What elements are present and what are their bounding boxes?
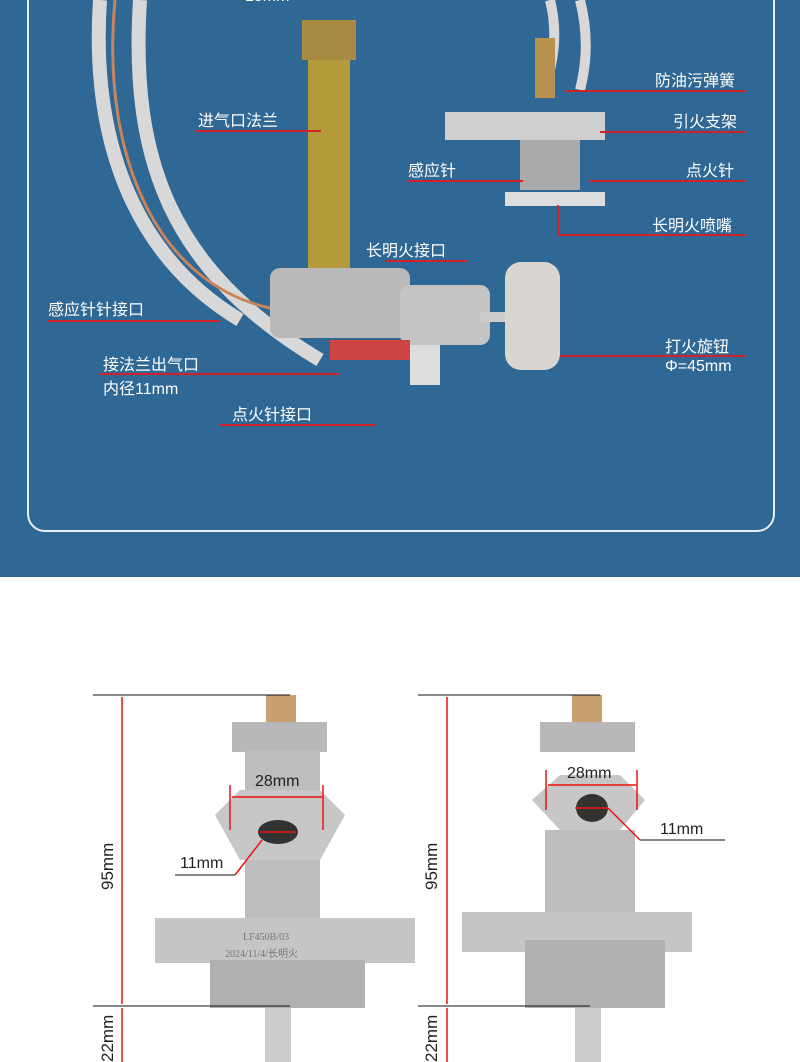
left-height: 95mm — [98, 842, 117, 890]
left-valve-view — [155, 695, 415, 1062]
label-inner-diameter: 内径11mm — [103, 381, 179, 398]
label-inlet-flange: 进气口法兰 — [198, 113, 279, 130]
label-sensor-needle: 感应针 — [408, 163, 457, 180]
right-valve-view — [462, 695, 692, 1062]
label-ignition-knob: 打火旋钮 — [665, 339, 730, 356]
right-shaft-length: 22mm — [422, 1014, 441, 1062]
right-hole-spacing: 28mm — [567, 765, 612, 782]
label-knob-diameter: Φ=45mm — [665, 358, 732, 375]
label-flange-outlet: 接法兰出气口 — [103, 357, 200, 374]
callout-line — [560, 355, 745, 357]
left-hole-spacing: 28mm — [255, 773, 300, 790]
callout-line — [557, 234, 745, 236]
left-hole-diameter: 11mm — [180, 855, 224, 872]
callout-line — [600, 131, 745, 133]
callout-line — [590, 180, 745, 182]
label-ignition-needle: 点火针 — [686, 163, 735, 180]
callout-line — [48, 320, 220, 322]
label-oil-spring: 防油污弹簧 — [655, 73, 736, 90]
label-pilot-port: 长明火接口 — [366, 243, 447, 260]
callout-line — [408, 180, 523, 182]
top-dimension: 15mm — [245, 0, 289, 6]
right-hole-diameter: 11mm — [660, 821, 704, 838]
right-height: 95mm — [422, 842, 441, 890]
product-diagram-panel: 15mm 防油污弹簧 进气口法兰 引火支架 感应针 点火针 长明火喷嘴 长明火接… — [0, 0, 800, 577]
callout-line — [196, 130, 321, 132]
left-shaft-length: 22mm — [98, 1014, 117, 1062]
callout-line — [557, 205, 559, 235]
panel-border — [27, 0, 775, 532]
label-ignition-port: 点火针接口 — [232, 407, 313, 424]
callout-line — [565, 90, 745, 92]
label-ignition-bracket: 引火支架 — [673, 114, 738, 131]
stamp-date: 2024/11/4/长明火 — [225, 949, 298, 960]
callout-line — [385, 260, 467, 262]
valve-illustration — [91, 0, 605, 385]
callout-line — [220, 424, 375, 426]
callout-line — [100, 373, 340, 375]
stamp-model: LF450B/03 — [243, 932, 290, 943]
label-sensor-port: 感应针针接口 — [48, 302, 145, 319]
label-pilot-nozzle: 长明火喷嘴 — [652, 218, 733, 235]
